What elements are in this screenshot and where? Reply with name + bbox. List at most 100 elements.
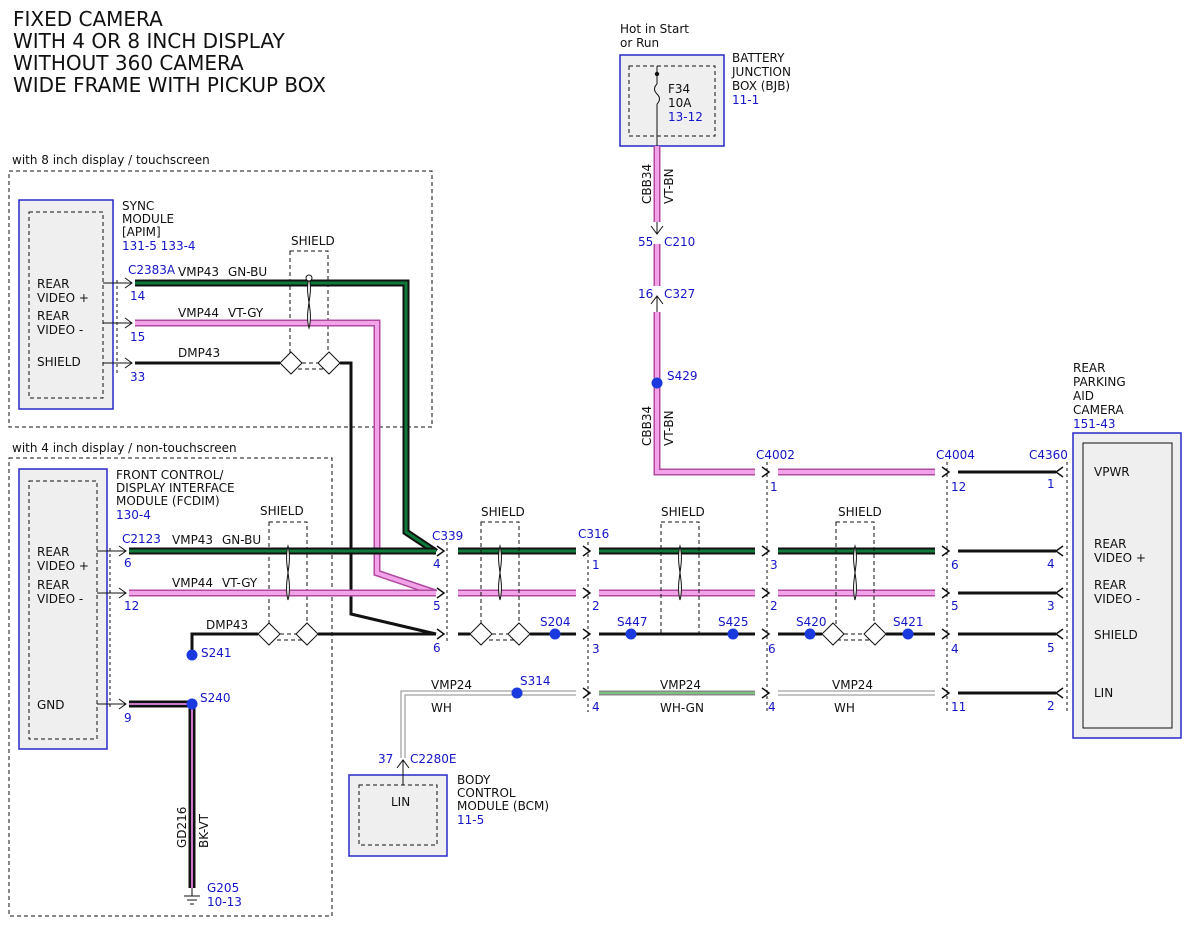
fcdim-module <box>18 468 108 750</box>
splice-s241 <box>186 649 198 661</box>
sync-shield-box <box>289 250 329 370</box>
splice-s425 <box>727 628 739 640</box>
fcdim-name-1: FRONT CONTROL/ <box>116 468 224 482</box>
variant-4-inch-label: with 4 inch display / non-touchscreen <box>12 441 237 455</box>
shield-label-2: SHIELD <box>661 505 705 519</box>
bcm-module <box>348 774 448 857</box>
fcdim-pin-3-label: GND <box>37 698 65 712</box>
sync-shield-label: SHIELD <box>291 234 335 248</box>
splice-s425-label: S425 <box>718 615 749 629</box>
bcm-connector-icon <box>396 759 410 785</box>
sync-pin-2-num: 15 <box>130 330 145 344</box>
c339-pin-6: 6 <box>433 641 441 655</box>
c4002-pin-4: 4 <box>768 700 776 714</box>
sync-name-2: MODULE <box>122 212 174 226</box>
ground-ref: 10-13 <box>207 895 242 909</box>
c4360-pin-3: 3 <box>1047 599 1055 613</box>
c4004-pin-4: 4 <box>951 642 959 656</box>
lin-seg1-color: WH <box>431 701 452 715</box>
lin-seg1-circuit: VMP24 <box>431 678 472 692</box>
fcdim-shield-label: SHIELD <box>260 504 304 518</box>
c327-name: C327 <box>664 287 695 301</box>
ground-icon <box>184 888 200 905</box>
sync-inner <box>28 211 104 399</box>
sync-module <box>18 199 114 410</box>
camera-pin-video-minus-b: VIDEO - <box>1094 592 1140 606</box>
fcdim-pin-1-label-a: REAR <box>37 545 69 559</box>
splice-s420 <box>804 628 816 640</box>
sync-arrow-icons <box>103 277 133 369</box>
camera-pin-video-minus-a: REAR <box>1094 578 1126 592</box>
camera-pin-shield: SHIELD <box>1094 628 1138 642</box>
shield-drain-icon-3a <box>821 622 845 646</box>
camera-name-2: PARKING <box>1073 375 1126 389</box>
shield-drain-icon-1b <box>507 622 531 646</box>
shield-twist-icon-1 <box>498 544 502 601</box>
sync-refs: 131-5 133-4 <box>122 239 196 253</box>
fcdim-connector: C2123 <box>122 532 161 546</box>
c327-pin: 16 <box>638 287 653 301</box>
variant-8-inch-box <box>8 170 433 428</box>
camera-ref: 151-43 <box>1073 417 1116 431</box>
shield-twist-icon-3 <box>853 544 857 601</box>
sync-pin-1-circuit: VMP43 <box>178 265 219 279</box>
c4002-pin-1: 1 <box>770 480 778 494</box>
c316-pin-4: 4 <box>592 700 600 714</box>
sync-pin-2-label-b: VIDEO - <box>37 323 83 337</box>
camera-pin-video-plus-b: VIDEO + <box>1094 551 1146 565</box>
fcdim-arrow-icons <box>97 545 127 710</box>
shield-box-3 <box>835 521 875 641</box>
sync-name-3: [APIM] <box>122 225 161 239</box>
camera-pin-video-plus-a: REAR <box>1094 537 1126 551</box>
variant-8-inch-label: with 8 inch display / touchscreen <box>12 153 210 167</box>
splice-s429-label: S429 <box>667 369 698 383</box>
c4002-name: C4002 <box>756 448 795 462</box>
sync-wire-dmp43 <box>135 361 437 636</box>
fcdim-shield-drain-icon-b <box>295 622 319 646</box>
fcdim-shield-box <box>268 521 308 641</box>
splice-s314-label: S314 <box>520 674 551 688</box>
splice-s314 <box>511 687 523 699</box>
sync-pin-1-label-a: REAR <box>37 277 69 291</box>
splice-s241-label: S241 <box>201 646 232 660</box>
bcm-inner <box>358 784 438 846</box>
sync-name-1: SYNC <box>122 199 154 213</box>
c4004-pin-12: 12 <box>951 480 966 494</box>
bjb-hot-line-1: Hot in Start <box>620 22 689 36</box>
fuse-rating: 10A <box>668 96 692 110</box>
splice-s204 <box>549 628 561 640</box>
bcm-pin: 37 <box>378 752 393 766</box>
c316-pin-2: 2 <box>592 599 600 613</box>
c210-name: C210 <box>664 235 695 249</box>
camera-pin-vpwr: VPWR <box>1094 465 1130 479</box>
c4002-pin-2: 2 <box>770 599 778 613</box>
fcdim-shield-drain-icon-a <box>257 622 281 646</box>
title-line-1: FIXED CAMERA <box>13 7 163 31</box>
bcm-name-2: CONTROL <box>457 786 516 800</box>
fcdim-inner <box>28 480 98 740</box>
splice-s204-label: S204 <box>540 615 571 629</box>
fuse-name: F34 <box>668 82 690 96</box>
c210-pin: 55 <box>638 235 653 249</box>
c4002-pin-3: 3 <box>770 558 778 572</box>
bjb-name-3: BOX (BJB) <box>732 79 790 93</box>
sync-pin-2-color: VT-GY <box>228 306 264 320</box>
sync-pin-3-circuit: DMP43 <box>178 346 220 360</box>
sync-shield-drain-icon-a <box>279 351 303 375</box>
c4004-pin-5: 5 <box>951 599 959 613</box>
fcdim-pin-2-label-b: VIDEO - <box>37 592 83 606</box>
feed-circuit-lower: CBB34 <box>640 406 654 446</box>
bjb-name-2: JUNCTION <box>731 65 791 79</box>
c4004-pin-6: 6 <box>951 558 959 572</box>
fcdim-wire-dmp43 <box>190 632 436 655</box>
inline-connector-arrow-icons <box>436 466 1064 699</box>
c327-connector-icon <box>650 295 664 312</box>
bcm-ref: 11-5 <box>457 813 484 827</box>
ground-wire <box>129 700 196 888</box>
shield-box-2 <box>660 521 700 635</box>
c4360-pin-2: 2 <box>1047 699 1055 713</box>
c4360-pin-4: 4 <box>1047 557 1055 571</box>
sync-shield-drain-icon-b <box>317 351 341 375</box>
splice-s421-label: S421 <box>893 615 924 629</box>
